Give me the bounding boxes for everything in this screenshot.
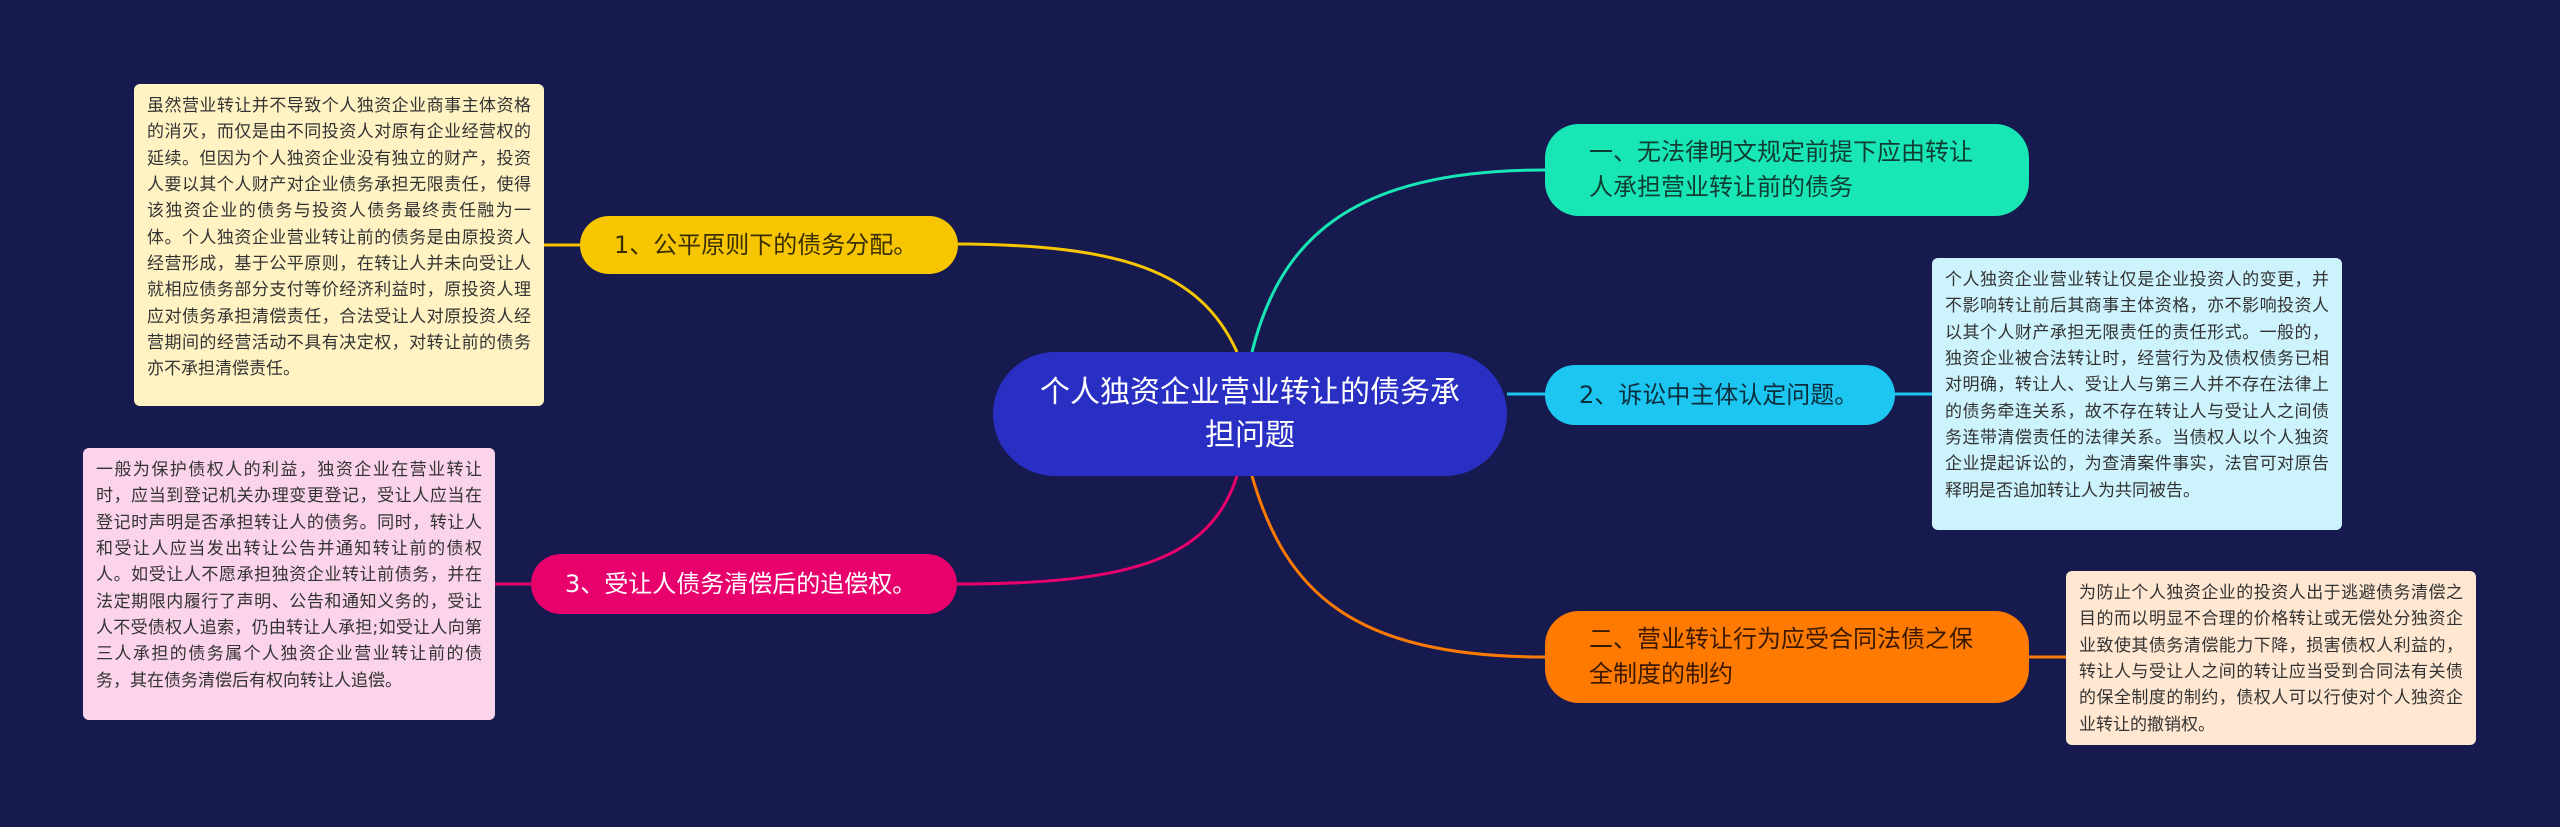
branch-recourse-right-label: 3、受让人债务清偿后的追偿权。 [565, 569, 917, 598]
note-recourse-right: 一般为保护债权人的利益，独资企业在营业转让时，应当到登记机关办理变更登记，受让人… [83, 448, 495, 720]
branch-transferor-liability-label: 一、无法律明文规定前提下应由转让人承担营业转让前的债务 [1589, 138, 1973, 201]
connector-root-to-b1 [957, 242, 1239, 353]
connector-root-to-r3 [1250, 475, 1546, 659]
branch-fair-principle-label: 1、公平原则下的债务分配。 [614, 230, 918, 259]
branch-transferor-liability[interactable]: 一、无法律明文规定前提下应由转让人承担营业转让前的债务 [1545, 124, 2029, 216]
root-topic[interactable]: 个人独资企业营业转让的债务承担问题 [993, 352, 1507, 476]
branch-contract-preservation-label: 二、营业转让行为应受合同法债之保全制度的制约 [1589, 625, 1973, 688]
note-fair-principle: 虽然营业转让并不导致个人独资企业商事主体资格的消灭，而仅是由不同投资人对原有企业… [134, 84, 544, 406]
branch-fair-principle[interactable]: 1、公平原则下的债务分配。 [580, 216, 958, 274]
note-litigation-subject: 个人独资企业营业转让仅是企业投资人的变更，并不影响转让前后其商事主体资格，亦不影… [1932, 258, 2342, 530]
branch-litigation-subject[interactable]: 2、诉讼中主体认定问题。 [1545, 365, 1895, 425]
branch-contract-preservation[interactable]: 二、营业转让行为应受合同法债之保全制度的制约 [1545, 611, 2029, 703]
root-topic-label: 个人独资企业营业转让的债务承担问题 [1040, 374, 1460, 454]
note-contract-preservation: 为防止个人独资企业的投资人出于逃避债务清偿之目的而以明显不合理的价格转让或无偿处… [2066, 571, 2476, 745]
branch-litigation-subject-label: 2、诉讼中主体认定问题。 [1579, 380, 1859, 409]
connector-root-to-r1 [1250, 168, 1546, 353]
connector-root-to-b3 [956, 475, 1239, 586]
branch-recourse-right[interactable]: 3、受让人债务清偿后的追偿权。 [531, 554, 957, 614]
